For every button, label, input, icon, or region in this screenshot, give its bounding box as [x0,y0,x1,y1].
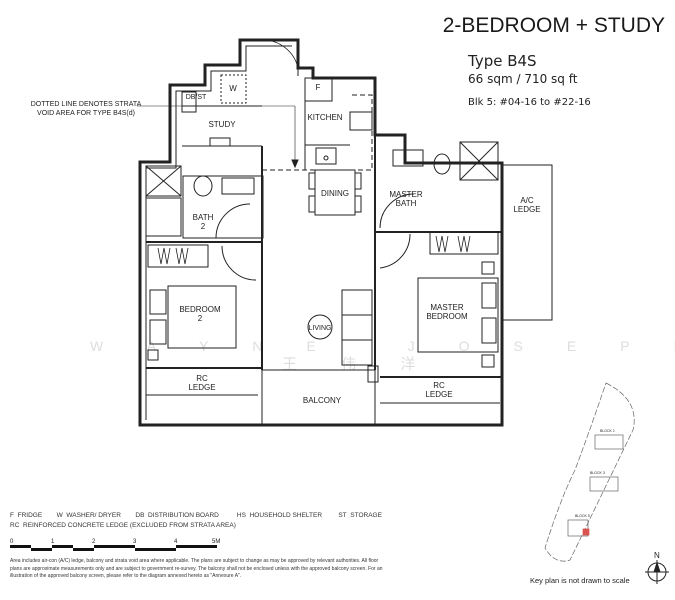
rc-ledge-right-label: RC [433,381,445,390]
key-plan [544,382,635,562]
scale-tick: 0 [10,539,14,545]
washer [220,74,247,104]
unit-type: Type B4S [468,52,537,70]
rc-ledge-right-label2: LEDGE [425,390,452,399]
legend-code: DB [135,512,145,519]
legend-text: FRIDGE [17,512,43,519]
scale-tick: 4 [174,539,178,545]
dining-table [314,169,356,216]
master-wardrobe [429,231,499,255]
legend-code: RC [10,522,20,529]
legend-code: F [10,512,14,519]
legend-text: REINFORCED CONCRETE LEDGE (EXCLUDED FROM… [23,522,236,529]
bedroom2-label: BEDROOM [179,305,221,314]
bedroom2-number: 2 [198,314,203,323]
legend-text: STORAGE [350,512,382,519]
ac-ledge-label: A/C [520,196,534,205]
bed-2 [167,285,237,349]
page-title: 2-BEDROOM + STUDY [442,14,665,37]
rc-ledge-left-label: RC [196,374,208,383]
washer-label: W [229,84,237,93]
legend-code: HS [236,512,246,519]
master-bedroom-label: MASTER [430,303,464,312]
rc-ledge-left-label2: LEDGE [188,383,215,392]
ac-ledge-label2: LEDGE [513,205,540,214]
living-label: LIVING [309,325,332,332]
watermark: WAYNE JOSEPH ONG [90,338,675,354]
strata-note-line1: DOTTED LINE DENOTES STRATA [31,101,142,108]
kitchen-label: KITCHEN [307,113,342,122]
master-bath-label2: BATH [396,199,417,208]
scale-tick: 5M [212,539,220,545]
scale-bar [10,545,217,551]
key-block-label: BLOCK 1 [600,429,615,433]
fridge-label: F [316,83,321,92]
disclaimer: Area includes air-con (A/C) ledge, balco… [10,558,383,579]
unit-numbers: Blk 5: #04-16 to #22-16 [468,97,591,108]
bath2-number: 2 [201,222,206,231]
legend-text: HOUSEHOLD SHELTER [249,512,323,519]
living-marker [307,314,333,340]
balcony-label: BALCONY [303,396,342,405]
legend-row-1: F FRIDGE W WASHER/ DRYER DB DISTRIBUTION… [10,512,382,519]
sofa [341,289,373,366]
strata-note-line2: VOID AREA FOR TYPE B4S(d) [37,110,135,117]
legend-code: W [56,512,63,519]
master-bed [417,277,499,353]
household-shelter [145,165,182,197]
legend-row-2: RC REINFORCED CONCRETE LEDGE (EXCLUDED F… [10,522,236,529]
scale-tick: 1 [51,539,55,545]
key-plan-note: Key plan is not drawn to scale [530,576,630,585]
key-block-label: BLOCK 5 [575,514,590,518]
unit-area: 66 sqm / 710 sq ft [468,72,578,86]
master-bath-label: MASTER [389,190,423,199]
ac-ledge [501,164,553,321]
master-bedroom-label2: BEDROOM [426,312,468,321]
north-label: N [654,551,660,560]
scale-tick: 3 [133,539,137,545]
legend-text: WASHER/ DRYER [66,512,121,519]
key-block-label: BLOCK 3 [590,471,605,475]
legend-text: DISTRIBUTION BOARD [148,512,219,519]
bath2-label: BATH [193,213,214,222]
unit-highlight [582,528,590,536]
study-label: STUDY [208,120,236,129]
db-st-label: DB/ST [186,94,207,101]
wardrobe [147,244,209,268]
north-arrow-icon [645,560,669,584]
legend-code: ST [338,512,347,519]
dining-label: DINING [321,189,349,198]
shower [459,141,499,181]
balcony [261,369,376,426]
scale-tick: 2 [92,539,96,545]
